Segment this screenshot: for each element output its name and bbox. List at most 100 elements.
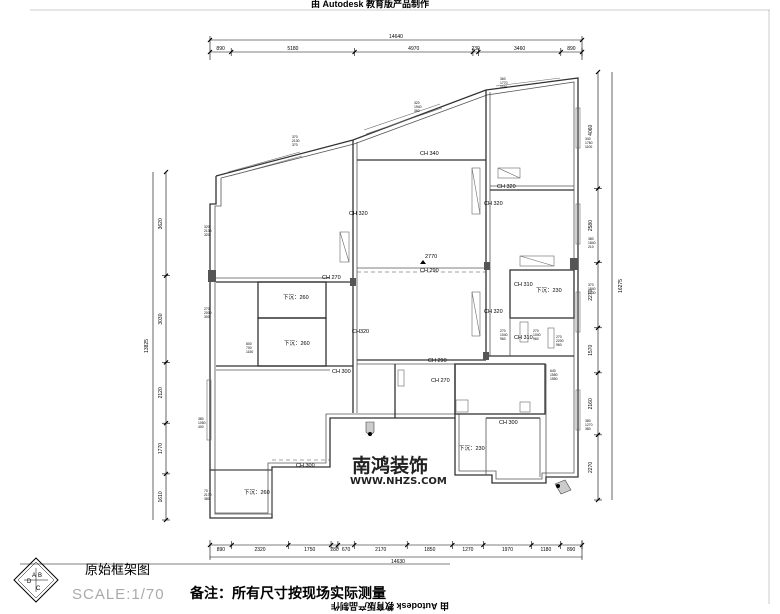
window-tag-value: 1040: [533, 333, 541, 337]
floor-drop-label: 下沉：260: [284, 339, 310, 347]
column: [483, 352, 489, 360]
window-tag-value: 270: [556, 335, 562, 339]
window-tag-value: 1100: [585, 145, 592, 149]
window-tag-value: 380: [585, 427, 591, 431]
ceiling-height-label: CH 310: [514, 282, 533, 288]
ceiling-height-label: CH320: [352, 329, 369, 335]
level-mark-label: 2770: [425, 254, 437, 260]
dimension-segment: 4060: [588, 124, 594, 135]
window-tag-value: 320: [204, 225, 210, 229]
floor-drop-label: 下沉：260: [244, 488, 270, 496]
dimension-segment: 2270: [588, 462, 594, 473]
bottom-total-dim: 14630: [391, 559, 405, 565]
window-tag-value: 1840: [588, 287, 596, 291]
ceiling-height-label: CH 300: [296, 463, 315, 469]
dimension-segment: 3620: [158, 218, 164, 229]
window-tag-value: 960: [556, 343, 562, 347]
logo-url: WWW.NHZS.COM: [350, 476, 447, 487]
window-tag-value: 380: [204, 497, 210, 501]
window-tag-value: 960: [533, 337, 539, 341]
dimension-segment: 1270: [462, 547, 473, 553]
ceiling-height-label: CH 300: [499, 420, 518, 426]
window-tag-value: 370: [292, 143, 298, 147]
dimension-segment: 890: [217, 547, 226, 553]
column: [484, 262, 490, 270]
dimension-segment: 1750: [304, 547, 315, 553]
window-tag-value: 1550: [550, 377, 558, 381]
dimension-segment: 2580: [588, 220, 594, 231]
watermark-top: 由 Autodesk 教育版产品制作: [311, 0, 429, 9]
dimension-segment: 1180: [540, 547, 551, 553]
window-tag-value: 2130: [292, 139, 300, 143]
window-tag-value: 70: [204, 489, 208, 493]
dimension-segment: 1970: [502, 547, 513, 553]
level-mark-icon: [420, 260, 426, 264]
dimension-segment: 2160: [588, 398, 594, 409]
window-tag-value: 2130: [204, 229, 212, 233]
ceiling-height-label: CH 320: [484, 309, 503, 315]
room-labels: CH 340 CH 320 CH 320 CH 320 CH320 CH 320…: [244, 151, 562, 496]
ceiling-height-label: CH 270: [431, 378, 450, 384]
drawing-note: 备注：所有尺寸按现场实际测量: [189, 585, 386, 602]
column: [350, 278, 356, 286]
dimension-segment: 1850: [424, 547, 435, 553]
top-total-dim: 14640: [389, 34, 403, 40]
window-tag-value: 700: [246, 346, 252, 350]
ceiling-height-label: CH 300: [332, 369, 351, 375]
window-tag-value: 270: [500, 329, 506, 333]
badge-letter: D: [27, 579, 32, 585]
floor-drop-label: 下沉：230: [536, 286, 562, 294]
window-tag-value: 380: [588, 237, 594, 241]
dimension-segment: 230: [471, 46, 480, 52]
window-tag-value: 320: [414, 101, 420, 105]
window-tag-value: 1840: [588, 241, 596, 245]
section-badge-icon: [13, 557, 59, 603]
dimension-segment: 3030: [158, 313, 164, 324]
window-tag-value: 300: [204, 315, 210, 319]
window-tag-value: 800: [246, 342, 252, 346]
window-tags: 3201940360370213037032021303202702000300…: [198, 77, 596, 501]
dimension-segment: 3460: [514, 46, 525, 52]
window-tag-value: 270: [204, 307, 210, 311]
drawing-scale: SCALE:1/70: [72, 586, 165, 603]
dimension-segment: 2170: [375, 547, 386, 553]
ceiling-height-label: CH 310: [514, 335, 533, 341]
company-logo: 南鸿装饰 WWW.NHZS.COM: [350, 454, 447, 487]
dimension-segment: 2120: [158, 387, 164, 398]
dimension-segment: 670: [342, 547, 351, 553]
column: [208, 270, 216, 282]
window-tag-value: 370: [588, 283, 594, 287]
title-block: A B C D 原始框架图 SCALE:1/70 备注：所有尺寸按现场实际测量: [13, 557, 450, 603]
ceiling-height-label: CH 320: [484, 201, 503, 207]
badge-letter: B: [38, 573, 42, 579]
dimension-segment: 890: [567, 547, 576, 553]
window-tag-value: 370: [292, 135, 298, 139]
window-tag-value: 1270: [585, 423, 593, 427]
ceiling-height-label: CH 270: [322, 275, 341, 281]
dimension-segment: 4970: [408, 46, 419, 52]
badge-letter: C: [36, 586, 41, 592]
window-tag-value: 960: [500, 337, 506, 341]
dimension-segment: 1570: [588, 345, 594, 356]
window-tag-value: 1550: [550, 373, 558, 377]
right-total-dim: 16275: [618, 279, 624, 293]
column: [570, 258, 578, 270]
window-tag-value: 340: [585, 137, 591, 141]
window-tag-value: 1040: [500, 333, 508, 337]
window-tag-value: 270: [533, 329, 539, 333]
dimension-segment: 890: [216, 46, 225, 52]
drawing-title: 原始框架图: [85, 563, 150, 578]
window-tag-value: 1770: [500, 81, 508, 85]
window-tag-value: 360: [414, 109, 420, 113]
entrance-marker: [365, 421, 572, 495]
floor-drop-label: 下沉：230: [459, 444, 485, 452]
watermark-bottom: 由 Autodesk 教育版产品制作: [331, 601, 449, 612]
openings: [206, 77, 581, 441]
dimension-segment: 1610: [158, 491, 164, 502]
window-tag-value: 2170: [204, 493, 212, 497]
ceiling-height-label: CH 320: [349, 211, 368, 217]
